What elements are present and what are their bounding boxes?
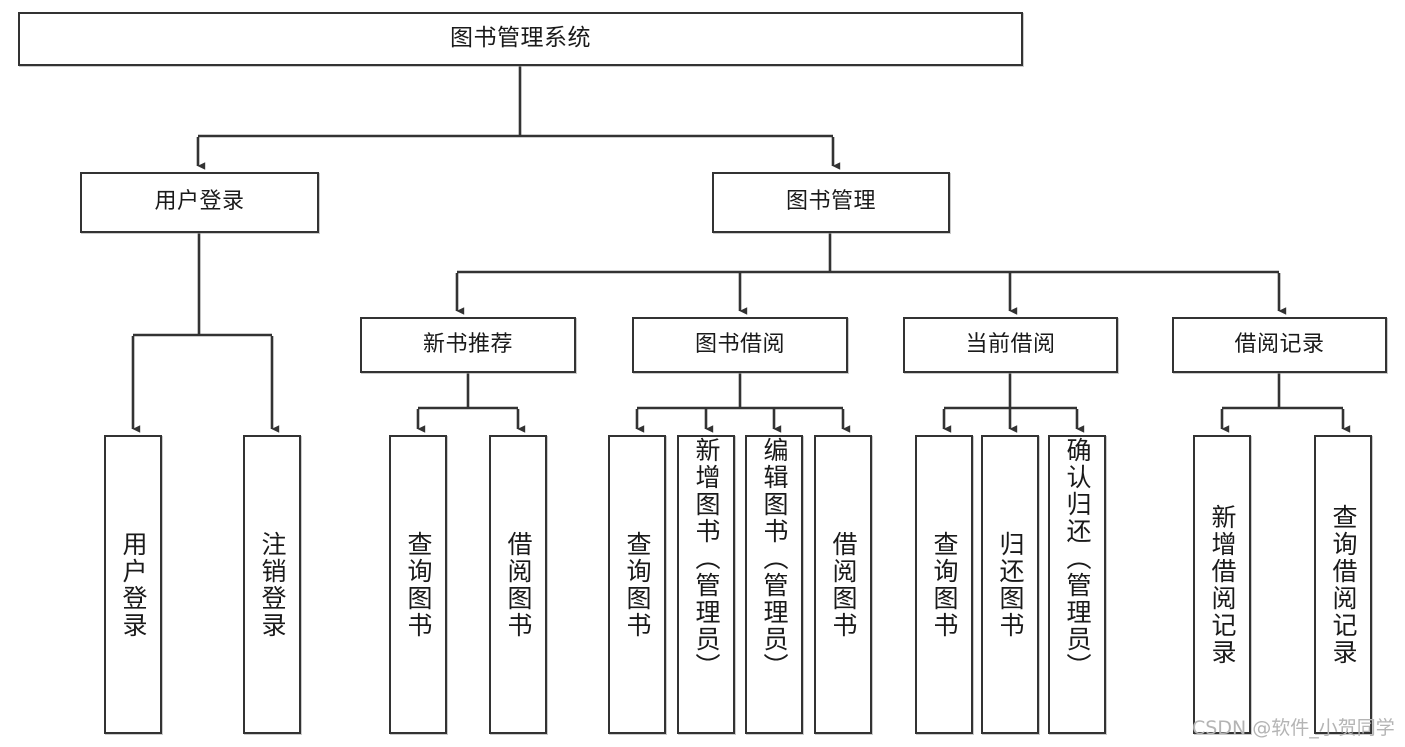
node-leaf-return-book-label: 归还图书 xyxy=(996,530,1025,639)
node-book-manage-label: 图书管理 xyxy=(785,189,876,215)
node-root-library-system[interactable]: 图书管理系统 xyxy=(18,12,1023,66)
node-leaf-logout[interactable]: 注销登录 xyxy=(243,435,301,734)
node-leaf-borrow-book-label: 借阅图书 xyxy=(829,530,858,639)
node-leaf-user-login-label: 用户登录 xyxy=(119,530,148,639)
node-leaf-add-borrow-record[interactable]: 新增借阅记录 xyxy=(1193,435,1251,734)
node-leaf-edit-book-admin-label: 编辑图书（管理员） xyxy=(760,437,789,680)
node-leaf-query-borrow-record[interactable]: 查询借阅记录 xyxy=(1314,435,1372,734)
node-user-login-label: 用户登录 xyxy=(154,189,245,215)
node-new-book-recommend[interactable]: 新书推荐 xyxy=(360,317,576,373)
node-leaf-logout-label: 注销登录 xyxy=(258,530,287,639)
node-leaf-add-book-admin-label: 新增图书（管理员） xyxy=(692,437,721,680)
node-borrow-record-label: 借阅记录 xyxy=(1234,331,1325,357)
node-leaf-newbook-borrow-book-label: 借阅图书 xyxy=(504,530,533,639)
watermark-text: CSDN @软件_小贺同学 xyxy=(1192,717,1395,739)
node-leaf-confirm-return-admin[interactable]: 确认归还（管理员） xyxy=(1048,435,1106,734)
node-leaf-user-login[interactable]: 用户登录 xyxy=(104,435,162,734)
node-leaf-newbook-query-book-label: 查询图书 xyxy=(404,530,433,639)
node-current-borrow-label: 当前借阅 xyxy=(965,331,1056,357)
node-borrow-record[interactable]: 借阅记录 xyxy=(1172,317,1387,373)
node-leaf-return-book[interactable]: 归还图书 xyxy=(981,435,1039,734)
node-leaf-query-borrow-record-label: 查询借阅记录 xyxy=(1329,503,1358,666)
node-book-borrow[interactable]: 图书借阅 xyxy=(632,317,848,373)
node-leaf-borrow-query-book-label: 查询图书 xyxy=(623,530,652,639)
node-leaf-add-book-admin[interactable]: 新增图书（管理员） xyxy=(677,435,735,734)
node-leaf-current-query-book-label: 查询图书 xyxy=(930,530,959,639)
node-user-login[interactable]: 用户登录 xyxy=(80,172,319,233)
node-book-borrow-label: 图书借阅 xyxy=(694,331,785,357)
node-current-borrow[interactable]: 当前借阅 xyxy=(903,317,1118,373)
node-leaf-newbook-borrow-book[interactable]: 借阅图书 xyxy=(489,435,547,734)
node-book-manage[interactable]: 图书管理 xyxy=(712,172,950,233)
node-new-book-recommend-label: 新书推荐 xyxy=(422,331,513,357)
node-leaf-borrow-book[interactable]: 借阅图书 xyxy=(814,435,872,734)
node-leaf-add-borrow-record-label: 新增借阅记录 xyxy=(1208,503,1237,666)
node-leaf-borrow-query-book[interactable]: 查询图书 xyxy=(608,435,666,734)
node-leaf-newbook-query-book[interactable]: 查询图书 xyxy=(389,435,447,734)
node-leaf-current-query-book[interactable]: 查询图书 xyxy=(915,435,973,734)
node-leaf-confirm-return-admin-label: 确认归还（管理员） xyxy=(1063,437,1092,680)
node-root-label: 图书管理系统 xyxy=(450,25,591,52)
node-leaf-edit-book-admin[interactable]: 编辑图书（管理员） xyxy=(745,435,803,734)
